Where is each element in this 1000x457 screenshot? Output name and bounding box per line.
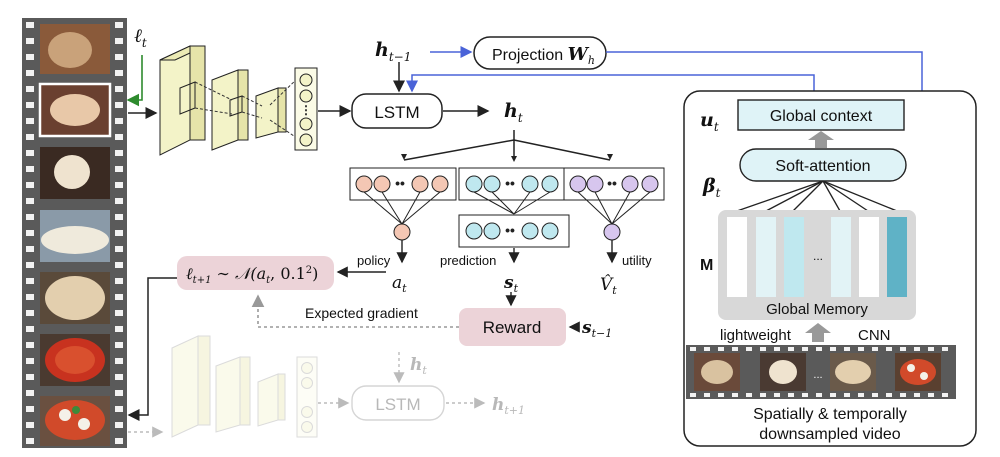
u-t-label: ut xyxy=(700,109,719,134)
v-hat-label: V̂t xyxy=(600,275,617,297)
h-next-label: ht+1 xyxy=(492,395,525,417)
svg-text:••: •• xyxy=(505,222,515,238)
s-prev-label: st−1 xyxy=(581,318,612,340)
prediction-label: prediction xyxy=(440,253,496,268)
lightweight-label: lightweight xyxy=(720,327,792,344)
h-t-label: ht xyxy=(504,100,523,125)
ell-t-label: ℓt xyxy=(134,25,147,50)
s-t-label: st xyxy=(503,273,519,295)
cnn-to-memory-arrow xyxy=(805,323,831,342)
lstm-box xyxy=(351,93,443,129)
h-t-faded-label: ht xyxy=(410,355,427,377)
memory-dots: ... xyxy=(813,249,823,263)
beta-t-label: βt xyxy=(702,175,721,200)
attention-to-context-arrow xyxy=(808,131,834,148)
utility-label: utility xyxy=(622,253,652,268)
lstm-faded-label: LSTM xyxy=(375,395,420,414)
utility-output-node xyxy=(603,223,621,241)
cnn-label: CNN xyxy=(858,327,891,344)
svg-text:••: •• xyxy=(607,175,617,191)
policy-output-node xyxy=(393,223,411,241)
attention-weights-lines xyxy=(736,180,898,212)
ell-next-to-strip-line xyxy=(127,277,177,421)
global-context-label: Global context xyxy=(770,108,873,125)
a-t-label: at xyxy=(392,273,407,295)
utility-head: •• xyxy=(563,167,665,264)
ell-t-feedback-line xyxy=(126,55,143,107)
global-memory-label: Global Memory xyxy=(766,301,868,318)
memory-slot-1 xyxy=(727,217,747,297)
svg-text:⋮: ⋮ xyxy=(300,103,312,117)
film-perforations-left xyxy=(26,22,34,444)
projection-box xyxy=(473,36,607,70)
memory-slot-5 xyxy=(859,217,879,297)
memory-slot-6 xyxy=(887,217,907,297)
memory-slot-3 xyxy=(784,217,804,297)
global-context-box xyxy=(737,99,905,131)
ell-next-formula: ℓt+1 ∼ 𝒩(at, 0.12) xyxy=(186,264,318,286)
svg-text:••: •• xyxy=(505,175,515,191)
reward-label: Reward xyxy=(483,318,542,337)
svg-text:••: •• xyxy=(395,175,405,191)
context-to-lstm-line xyxy=(406,74,815,100)
memory-slot-2 xyxy=(756,217,776,297)
downsampled-dots: ... xyxy=(813,369,822,381)
reward-box xyxy=(459,308,566,346)
ht-to-heads-arrows xyxy=(403,139,611,161)
memory-m-label: M xyxy=(700,257,713,274)
expected-gradient-label: Expected gradient xyxy=(305,305,418,321)
glimpse-cnn: ⋮ xyxy=(159,45,318,156)
policy-label: policy xyxy=(357,253,391,268)
policy-head: •• xyxy=(349,167,457,264)
video-caption-line-1: Spatially & temporally xyxy=(753,406,907,423)
video-film-strip xyxy=(22,18,127,448)
ell-next-box xyxy=(177,256,334,290)
next-step-faded xyxy=(171,335,445,438)
film-perforations-right xyxy=(115,22,123,444)
projection-label: Projection Wh xyxy=(492,44,595,67)
downsampled-video-strip: ... xyxy=(686,345,956,399)
h-prev-label: ht−1 xyxy=(375,39,411,64)
soft-attention-label: Soft-attention xyxy=(775,158,870,175)
lstm-label: LSTM xyxy=(374,103,419,122)
video-caption-line-2: downsampled video xyxy=(759,426,901,443)
prediction-head: •• •• xyxy=(458,167,570,264)
expected-gradient-line xyxy=(251,294,459,328)
memory-slot-4 xyxy=(831,217,851,297)
